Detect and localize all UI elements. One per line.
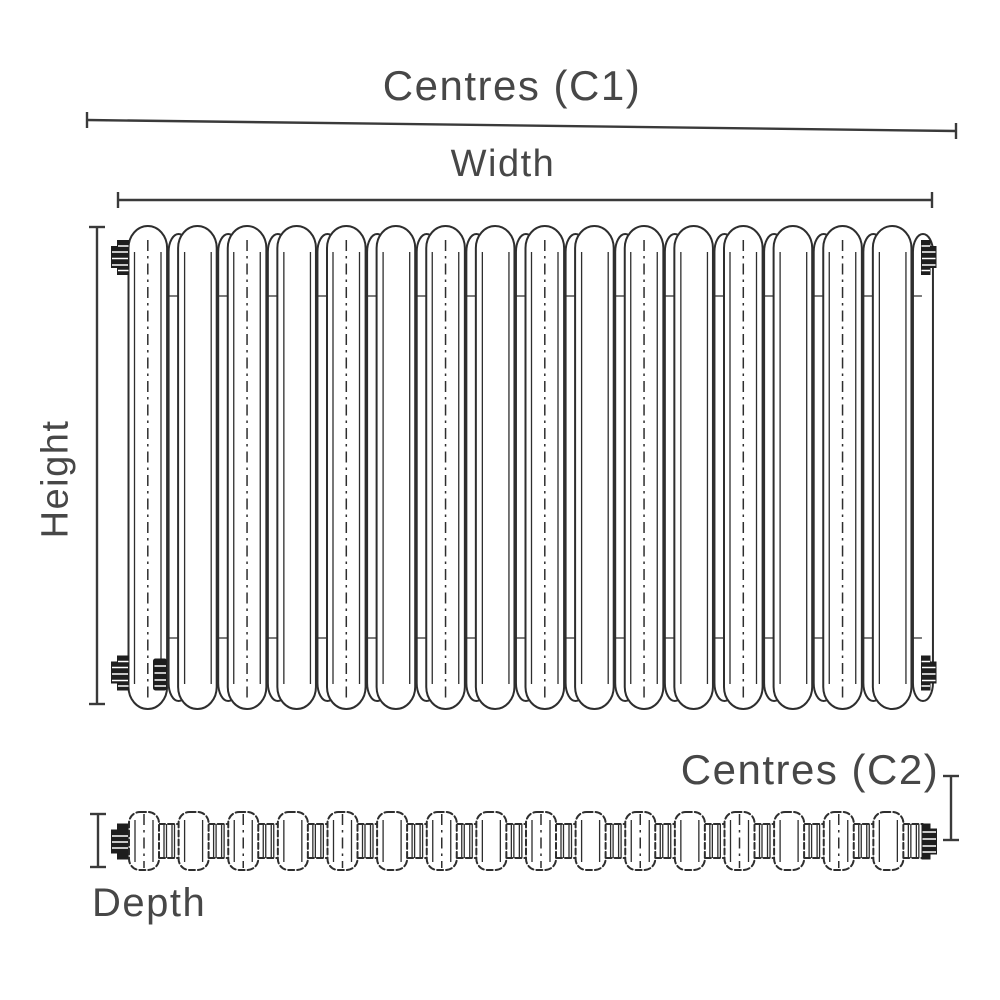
height-label: Height [34,419,77,539]
front-view [111,225,937,711]
centres-c1-label: Centres (C1) [382,62,642,109]
plan-view [111,811,937,871]
depth-label: Depth [92,881,207,925]
width-label: Width [450,143,556,185]
depth-dimension-line [90,812,106,869]
fitting-bottom-left [111,655,129,691]
centres-c2-label: Centres (C2) [680,746,940,793]
height-dimension-line [89,225,105,706]
fitting-bottom-right [921,655,937,691]
plan-fitting-left [111,823,129,860]
fitting-top-left [111,240,129,275]
drain-valve-bottom [153,658,167,691]
plan-fitting-right [921,823,937,860]
fitting-top-right [921,240,937,275]
c1-dimension-line [85,112,958,139]
width-dimension-line [116,192,934,208]
c2-dimension-line [943,774,959,842]
